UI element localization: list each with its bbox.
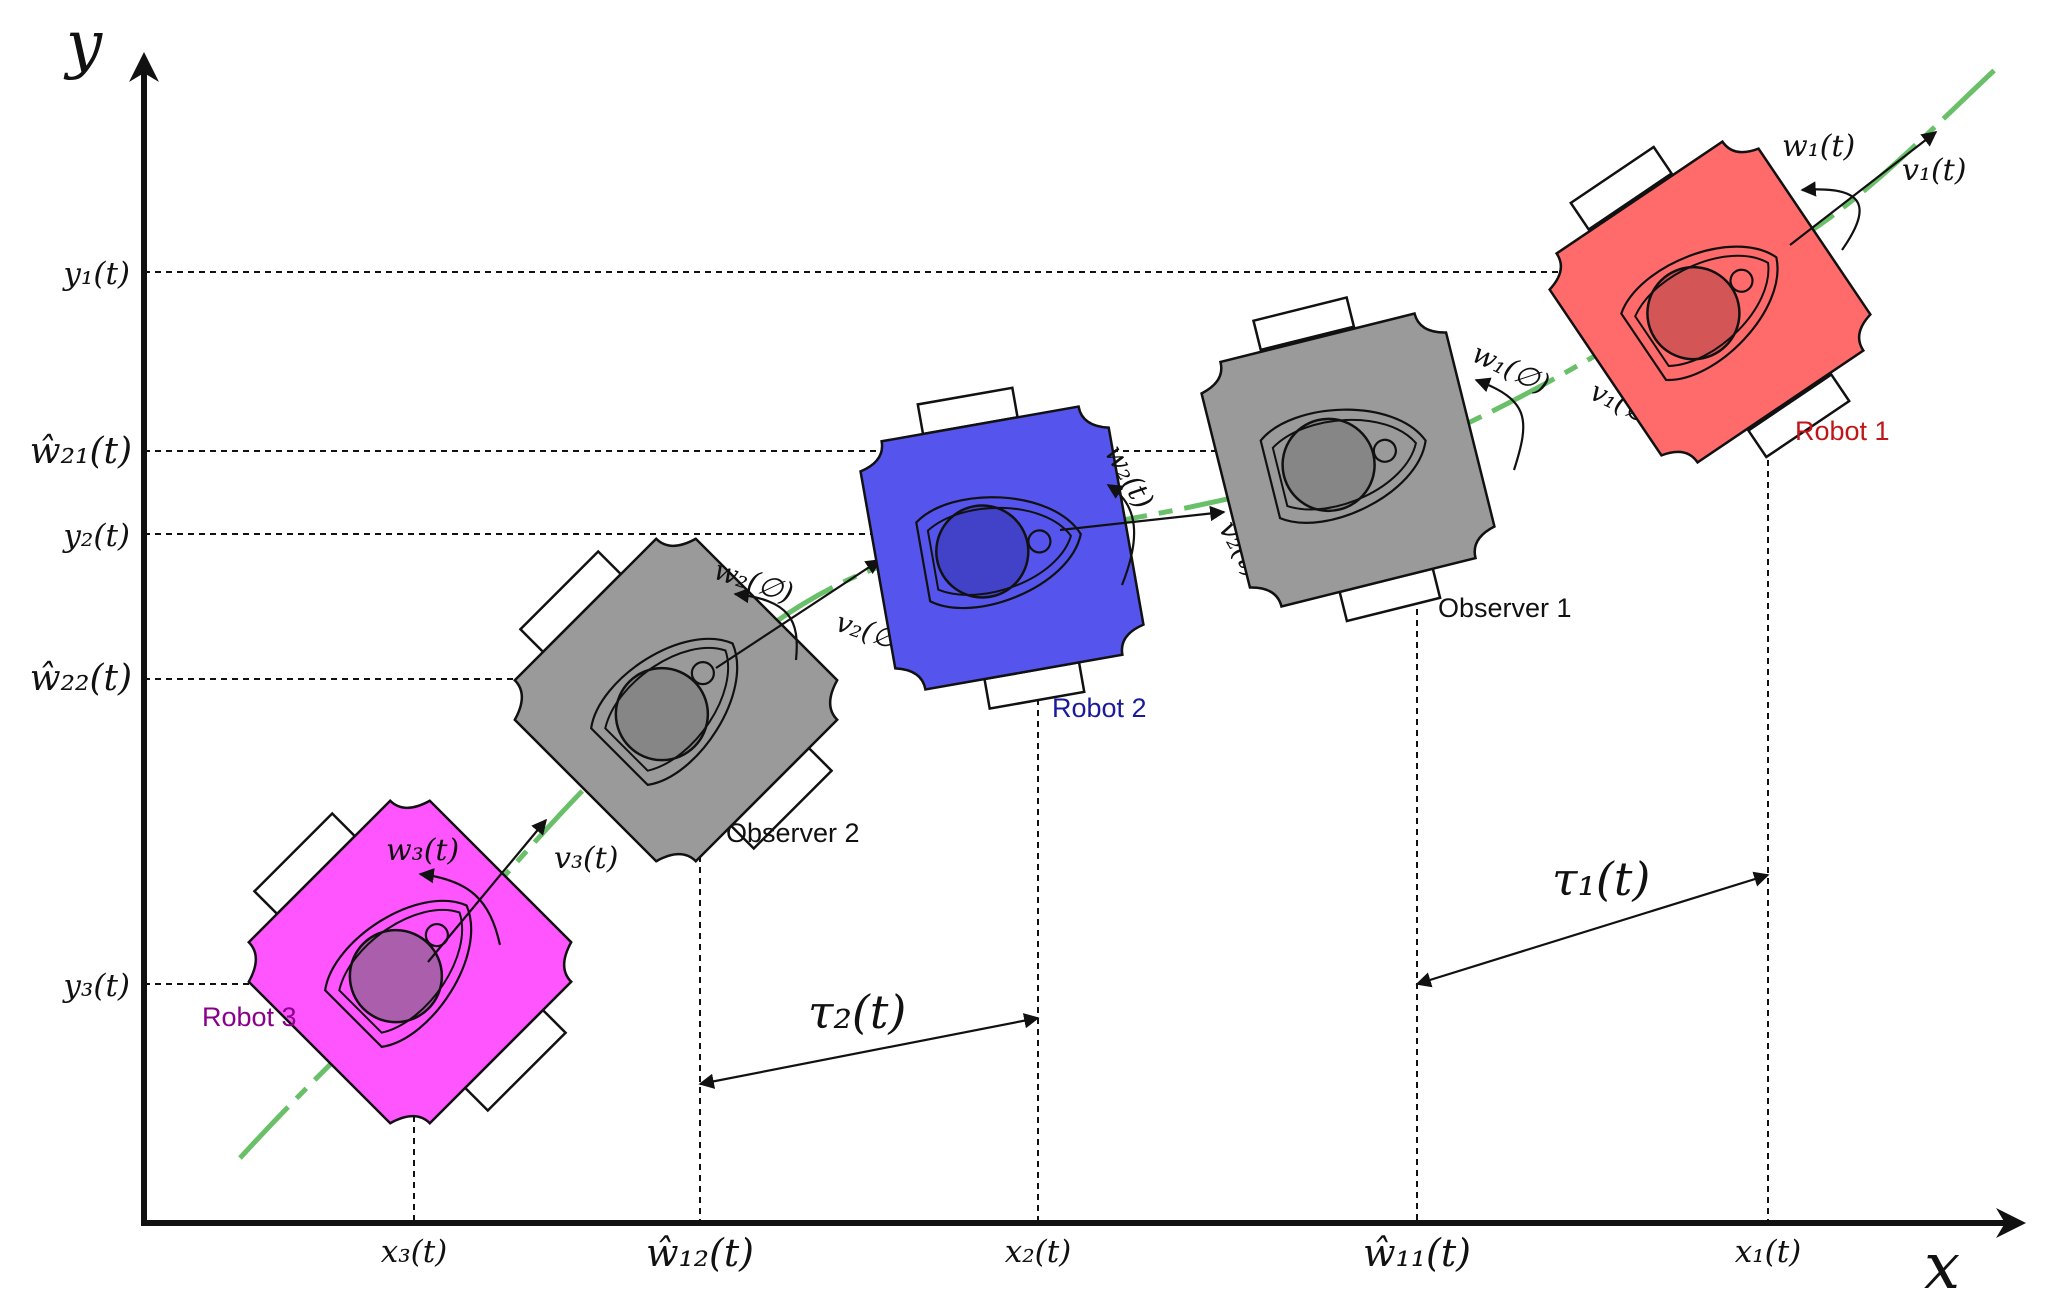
- observer-2-label: Observer 2: [726, 818, 860, 848]
- robot-1-w-label: w₁(t): [1782, 129, 1855, 164]
- robot-1-wheel-bottom: [1746, 372, 1851, 459]
- robot-1-wheel-top: [1569, 145, 1674, 232]
- robot-2-label: Robot 2: [1052, 693, 1147, 723]
- x-tick-x1: x₁(t): [1735, 1234, 1802, 1270]
- robot-3-label: Robot 3: [202, 1002, 297, 1032]
- tau1-arrow: [1415, 871, 1770, 988]
- y-tick-y2: y₂(t): [61, 518, 130, 554]
- x-tick-x2: x₂(t): [1005, 1234, 1072, 1270]
- robot-1-label: Robot 1: [1795, 416, 1890, 446]
- x-tick-w12: ŵ₁₂(t): [646, 1231, 754, 1275]
- robot-1-rotation-arrow: [1800, 181, 1861, 251]
- observer-1-label: Observer 1: [1438, 593, 1572, 623]
- observer-1-rotation-arrow: [1474, 377, 1525, 471]
- y-axis-label: y: [63, 8, 103, 82]
- y-tick-y1: y₁(t): [61, 256, 130, 292]
- robot-3-w-label: w₃(t): [386, 833, 459, 868]
- robot-1-velocity-arrow: [1789, 131, 1938, 246]
- observer-2: [513, 537, 839, 863]
- robot-3: [247, 799, 573, 1125]
- observer-1: [1200, 295, 1496, 623]
- robot-1: [1548, 139, 1872, 465]
- y-tick-w21: ŵ₂₁(t): [30, 431, 132, 472]
- x-tick-w11: ŵ₁₁(t): [1363, 1231, 1471, 1275]
- x-tick-labels: x₃(t) ŵ₁₂(t) x₂(t) ŵ₁₁(t) x₁(t): [381, 1231, 1802, 1275]
- robot-3-v-label: v₃(t): [554, 841, 618, 876]
- robot-3-velocity-arrow: [427, 818, 547, 963]
- robot-2-velocity-arrow: [1059, 505, 1226, 532]
- x-tick-x3: x₃(t): [381, 1234, 448, 1270]
- observer-2-velocity-arrow: [715, 559, 882, 669]
- robot-1-v-label: v₁(t): [1902, 153, 1966, 188]
- observer-1-wheel-top: [1251, 295, 1356, 352]
- x-axis-label: x: [1924, 1230, 1960, 1304]
- observer-2-rotation-arrow: [733, 587, 798, 661]
- robot-3-rotation-arrow: [418, 868, 502, 946]
- tau2-arrow: [698, 1013, 1040, 1089]
- observer-1-w-label: w₁(∅): [1467, 336, 1555, 400]
- tau1-label: τ₁(t): [1552, 852, 1650, 906]
- robot-2-rotation-arrow: [1106, 484, 1136, 586]
- y-tick-y3: y₃(t): [61, 968, 130, 1004]
- axes: y x: [63, 8, 2026, 1304]
- y-tick-w22: ŵ₂₂(t): [30, 658, 132, 699]
- robot-2: [859, 386, 1145, 711]
- tau2-label: τ₂(t): [808, 985, 906, 1039]
- y-tick-labels: y₁(t) ŵ₂₁(t) y₂(t) ŵ₂₂(t) y₃(t): [30, 256, 132, 1004]
